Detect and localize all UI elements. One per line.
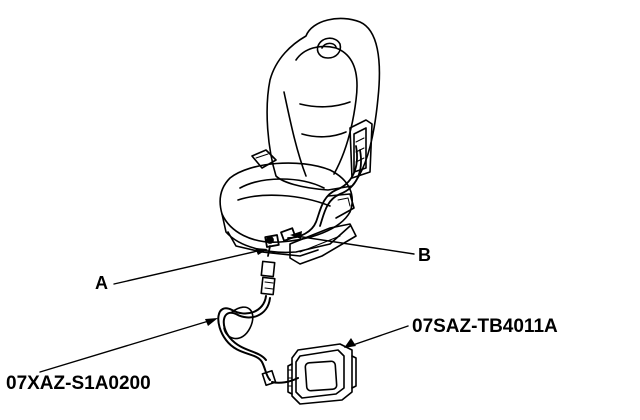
seat-back	[266, 17, 381, 191]
label-b: B	[418, 245, 431, 265]
srs-tester-unit	[287, 343, 357, 405]
tester-part-number: 07SAZ-TB4011A	[412, 316, 558, 337]
harness-part-number: 07XAZ-S1A0200	[6, 373, 151, 394]
leader-arrowheads	[205, 231, 356, 348]
seat-harness	[264, 145, 362, 257]
label-a: A	[95, 273, 108, 293]
test-harness-cable	[217, 260, 299, 387]
leader-lines	[39, 235, 415, 373]
seat-cushion	[219, 149, 354, 254]
